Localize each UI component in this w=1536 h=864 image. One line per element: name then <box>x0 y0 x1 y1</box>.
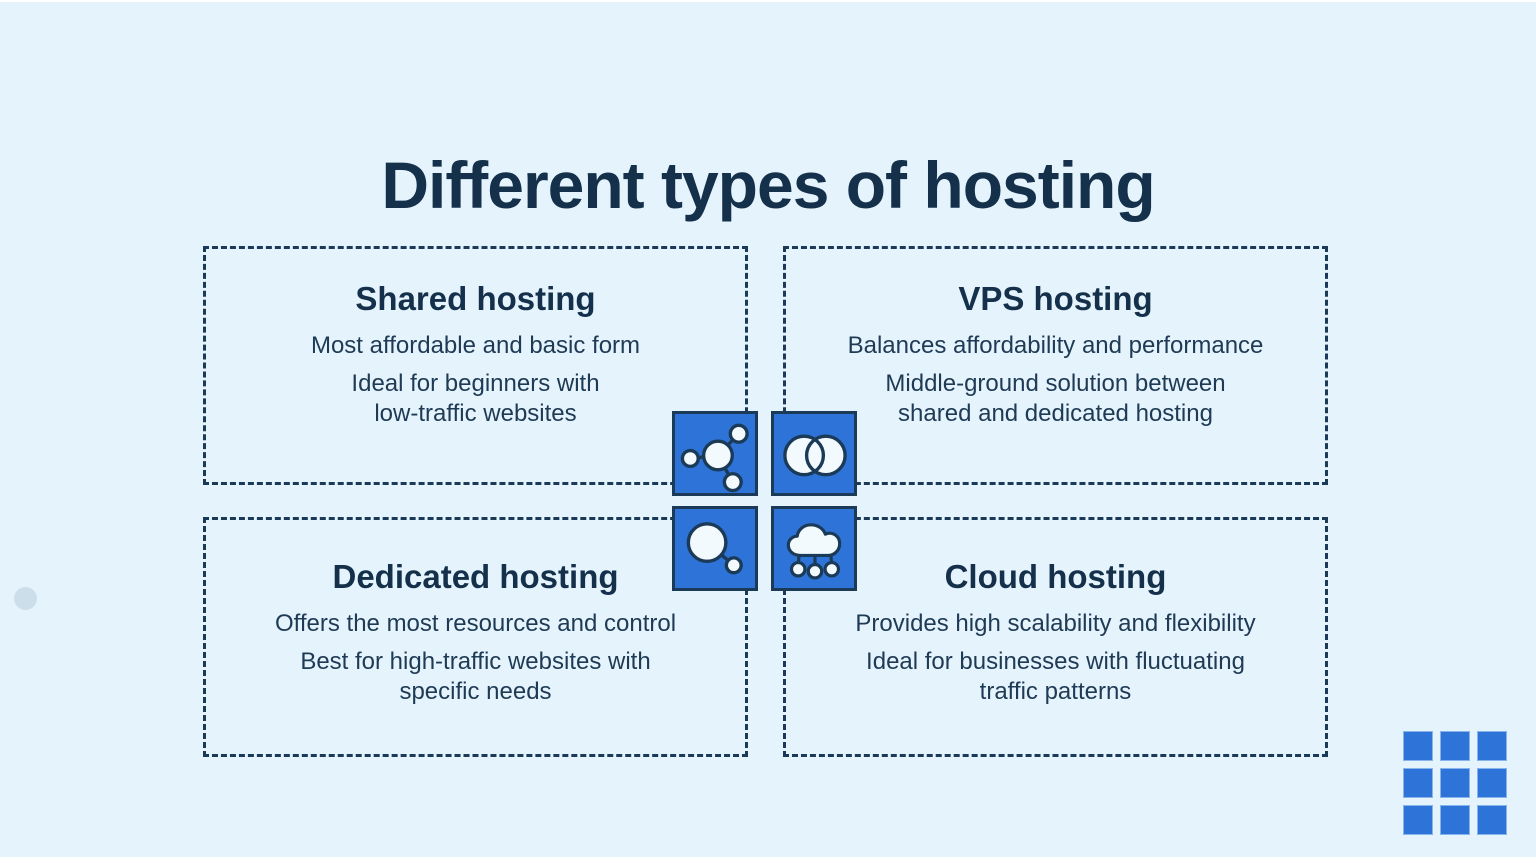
logo-grid-square <box>1477 768 1507 798</box>
quadrant-description-line: Balances affordability and performance <box>847 332 1264 359</box>
quadrant-heading-dedicated: Dedicated hosting <box>332 558 619 595</box>
logo-grid-square <box>1477 731 1507 761</box>
quadrant-box-dedicated: Dedicated hosting Offers the most resour… <box>203 517 748 757</box>
description-line-2: shared and dedicated hosting <box>898 400 1213 427</box>
description-line-2: specific needs <box>399 678 552 705</box>
logo-grid-square <box>1440 731 1470 761</box>
quadrant-description-line: Middle-ground solution between shared and… <box>786 369 1325 429</box>
icon-tile-vps <box>771 411 857 496</box>
description-line-1: Middle-ground solution between <box>885 370 1226 397</box>
description-line-1: Ideal for beginners with <box>351 370 600 397</box>
venn-overlap-icon <box>783 434 847 477</box>
icon-tile-shared <box>672 411 758 496</box>
share-network-icon <box>680 423 749 493</box>
quadrant-description-line: Ideal for beginners with low-traffic webs… <box>206 369 745 429</box>
logo-grid-square <box>1403 805 1433 835</box>
quadrant-box-vps: VPS hosting Balances affordability and p… <box>783 246 1328 485</box>
logo-grid-square <box>1403 731 1433 761</box>
quadrant-description-line: Ideal for businesses with fluctuating tra… <box>786 647 1325 707</box>
quadrant-description-line: Most affordable and basic form <box>310 332 641 359</box>
logo-grid <box>1403 731 1507 835</box>
icon-tile-cloud <box>771 506 857 591</box>
description-line-2: low-traffic websites <box>374 400 577 427</box>
quadrant-heading-cloud: Cloud hosting <box>944 558 1167 595</box>
logo-grid-square <box>1440 768 1470 798</box>
logo-grid-square <box>1403 768 1433 798</box>
logo-grid-square <box>1477 805 1507 835</box>
top-white-strip <box>0 0 1536 2</box>
faint-dot-decoration <box>14 587 37 610</box>
quadrant-description-line: Provides high scalability and flexibilit… <box>855 610 1256 637</box>
bottom-white-strip <box>0 857 1536 864</box>
cloud-network-icon <box>786 523 842 580</box>
quadrant-heading-vps: VPS hosting <box>958 280 1153 317</box>
icon-tile-dedicated <box>672 506 758 591</box>
node-link-icon <box>686 522 743 575</box>
quadrant-box-shared: Shared hosting Most affordable and basic… <box>203 246 748 485</box>
description-line-2: traffic patterns <box>979 678 1132 705</box>
quadrant-box-cloud: Cloud hosting Provides high scalability … <box>783 517 1328 757</box>
logo-grid-square <box>1440 805 1470 835</box>
description-line-1: Ideal for businesses with fluctuating <box>866 648 1245 675</box>
quadrant-description-line: Offers the most resources and control <box>274 610 677 637</box>
page-title: Different types of hosting <box>381 148 1155 223</box>
quadrant-description-line: Best for high-traffic websites with speci… <box>206 647 745 707</box>
description-line-1: Best for high-traffic websites with <box>300 648 651 675</box>
cloud-shape <box>786 523 842 557</box>
quadrant-heading-shared: Shared hosting <box>355 280 596 317</box>
